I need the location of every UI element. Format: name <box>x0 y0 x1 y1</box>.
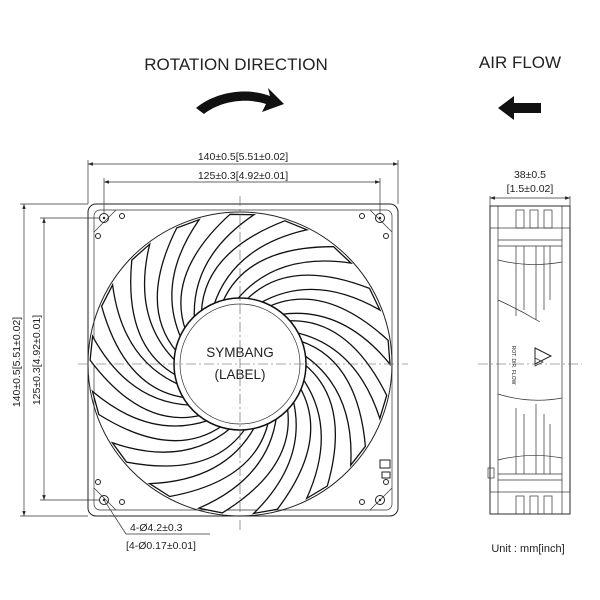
hole-callout-mm: 4-Ø4.2±0.3 <box>130 522 183 534</box>
air-flow-title: AIR FLOW <box>479 53 561 72</box>
side-body <box>489 205 571 515</box>
height-dimension-outer: 140±0.5[5.51±0.02] <box>11 203 88 517</box>
width-outer-label: 140±0.5[5.51±0.02] <box>198 151 288 163</box>
width-holes-label: 125±0.3[4.92±0.01] <box>198 170 288 182</box>
fan-side-view: 38±0.5 [1.5±0.02] ROT. DI <box>478 169 582 515</box>
fan-blade <box>130 242 178 377</box>
fan-blade <box>147 420 270 498</box>
air-flow-arrow-icon <box>498 96 541 120</box>
fan-blade <box>110 426 248 467</box>
cable-clip <box>379 459 391 469</box>
fan-front-view: SYMBANG (LABEL) <box>87 203 399 517</box>
side-airflow-mark-icon: ROT. DIR. FLOW <box>510 346 553 385</box>
fan-blade <box>180 213 257 332</box>
fan-blade <box>301 362 337 501</box>
fan-blade <box>221 246 353 304</box>
fan-blade <box>89 334 203 419</box>
fan-blade <box>251 385 312 515</box>
depth-label-inch: [1.5±0.02] <box>507 183 554 195</box>
unit-label: Unit : mm[inch] <box>491 543 564 555</box>
hub-label-text: (LABEL) <box>214 367 265 382</box>
svg-text:ROT. DIR. FLOW: ROT. DIR. FLOW <box>510 346 516 385</box>
fan-blade <box>244 274 382 312</box>
width-dimension-holes: 125±0.3[4.92±0.01] <box>103 170 381 214</box>
height-holes-label: 125±0.3[4.92±0.01] <box>31 315 43 405</box>
fan-blade <box>91 389 224 442</box>
height-outer-label: 140±0.5[5.51±0.02] <box>11 317 23 407</box>
depth-label-mm: 38±0.5 <box>514 169 546 181</box>
rotation-arrow-icon <box>196 88 284 114</box>
fan-blade <box>156 218 201 354</box>
fan-blade <box>298 339 367 468</box>
width-dimension-outer: 140±0.5[5.51±0.02] <box>87 151 399 204</box>
hole-callout-inch: [4-Ø0.17±0.01] <box>126 540 196 552</box>
hole-callout: 4-Ø4.2±0.3 [4-Ø0.17±0.01] <box>103 499 210 552</box>
rotation-direction-title: ROTATION DIRECTION <box>144 55 328 74</box>
height-dimension-holes: 125±0.3[4.92±0.01] <box>31 217 100 501</box>
hub-label-brand: SYMBANG <box>206 345 274 360</box>
